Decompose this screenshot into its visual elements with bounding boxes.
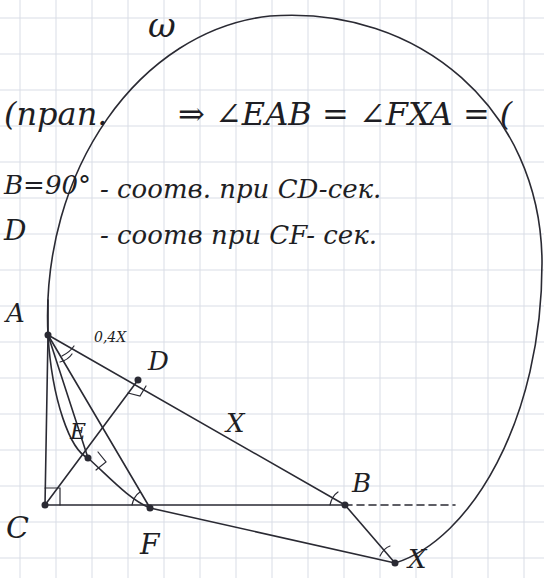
note-text: - соотв. при CD-сек. xyxy=(100,176,381,203)
small-arc xyxy=(48,335,150,508)
note-text: (прап. xyxy=(4,98,107,132)
note-text: D xyxy=(4,216,26,245)
omega-label: ω xyxy=(148,8,176,44)
point-label: C xyxy=(6,512,29,544)
length-label: X xyxy=(226,410,245,437)
length-label: 0,4X xyxy=(94,330,126,345)
point-label: X xyxy=(408,546,427,573)
note-text: - соотв при CF- сек. xyxy=(100,222,377,249)
construction xyxy=(45,15,542,563)
point-label: B xyxy=(352,470,371,497)
circle-omega xyxy=(48,15,542,563)
note-text: B=90° xyxy=(4,172,91,199)
point-label: A xyxy=(6,300,25,327)
point-label: D xyxy=(148,348,169,375)
note-text: ⇒ ∠EAB = ∠FXA = ( xyxy=(178,98,512,132)
points xyxy=(42,332,399,567)
point-label: F xyxy=(140,530,159,559)
point-label: E xyxy=(70,420,86,443)
